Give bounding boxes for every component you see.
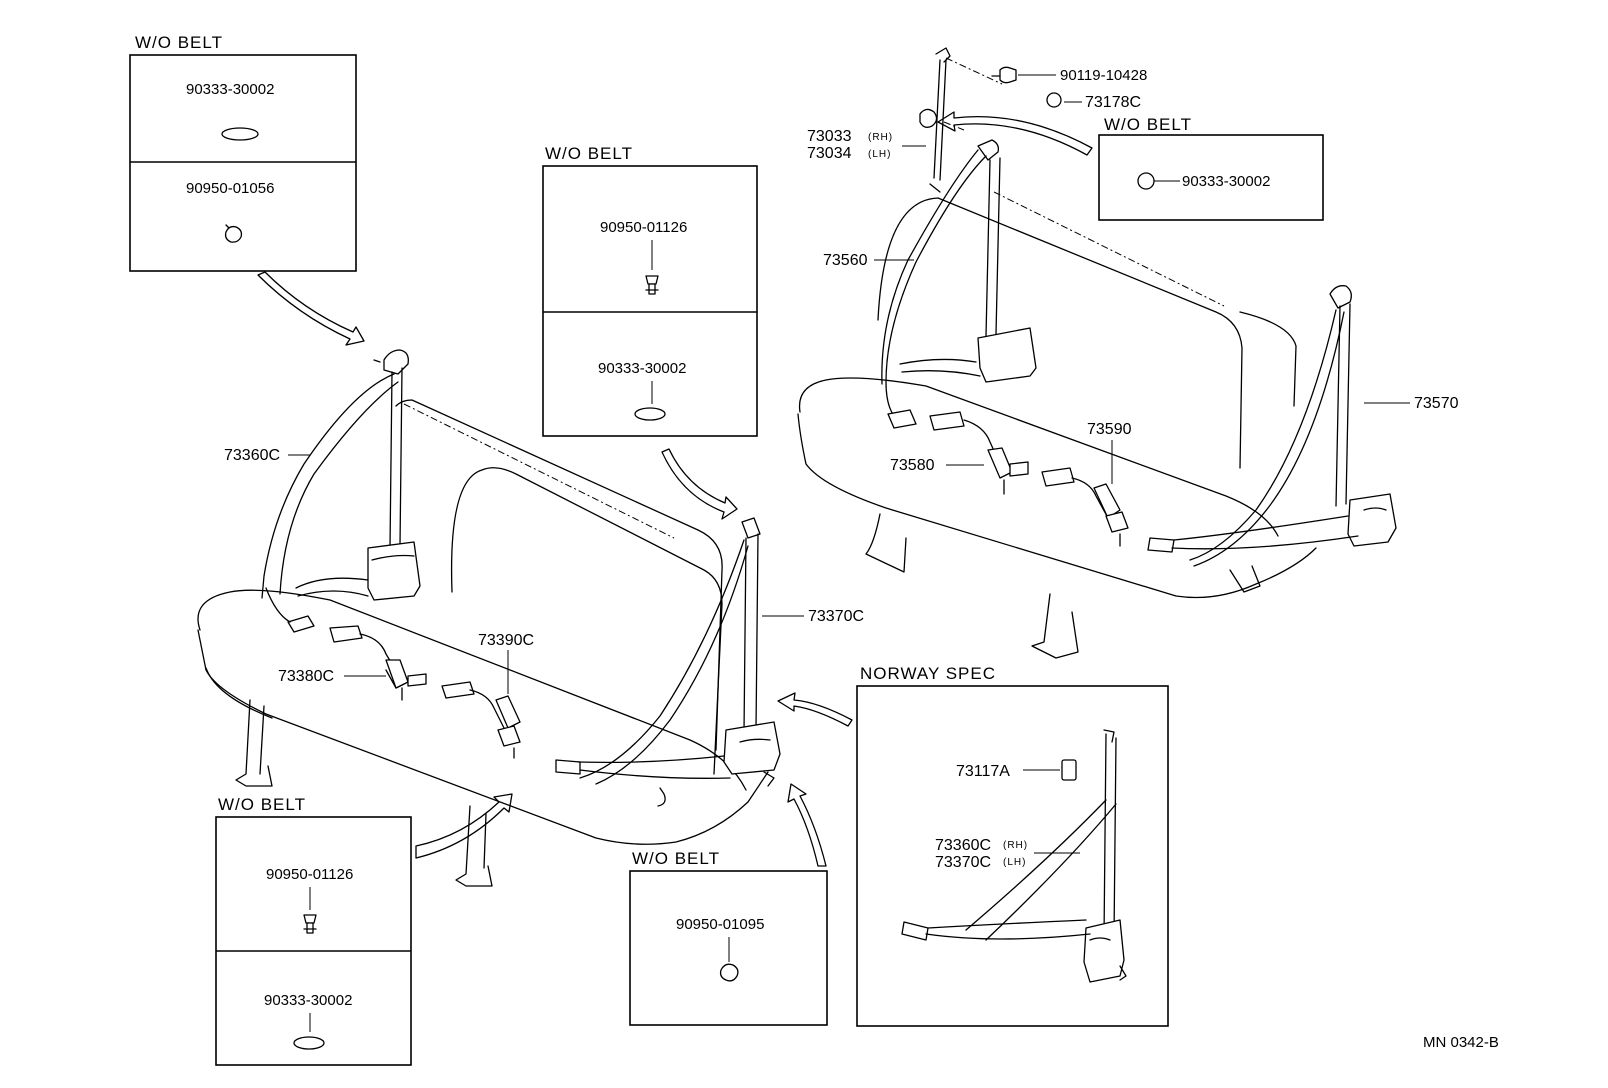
norway-belt-assembly xyxy=(901,729,1127,983)
label-73560: 73560 xyxy=(823,252,868,269)
wo-belt-box-5: W/O BELT 90950-01095 xyxy=(629,849,828,1026)
label-73580: 73580 xyxy=(890,457,935,474)
cap-icon xyxy=(1046,92,1062,108)
pointer-arrow xyxy=(937,111,1093,156)
part-number: 90333-30002 xyxy=(598,360,686,377)
cap-plug-icon xyxy=(1137,172,1155,190)
wo-belt-box-3: W/O BELT 90333-30002 xyxy=(1098,115,1324,221)
box-title: W/O BELT xyxy=(1104,115,1192,134)
side-suffix: (RH) xyxy=(868,132,893,143)
wo-belt-box-4: W/O BELT 90950-01126 90333-30002 xyxy=(215,795,412,1066)
pointer-arrow xyxy=(777,692,853,727)
norway-spec-box: NORWAY SPEC 73117A 73360C (RH) 73370C (L… xyxy=(856,664,1169,1027)
part-number: 90333-30002 xyxy=(264,992,352,1009)
screw-clip-icon xyxy=(303,914,317,934)
part-number: 73117A xyxy=(956,763,1010,780)
part-number: 90950-01126 xyxy=(600,219,687,236)
label-73360c: 73360C xyxy=(224,447,280,464)
pointer-arrow xyxy=(661,448,738,520)
pointer-arrow xyxy=(415,793,513,859)
front-bench-seat xyxy=(197,349,781,887)
part-number: 73360C xyxy=(935,837,991,854)
box-title: W/O BELT xyxy=(632,849,720,868)
cap-plug-icon xyxy=(221,127,259,141)
clip-icon xyxy=(719,963,739,982)
label-73380c: 73380C xyxy=(278,668,334,685)
label-73570: 73570 xyxy=(1414,395,1459,412)
label-73370c: 73370C xyxy=(808,608,864,625)
part-number: 90333-30002 xyxy=(1182,173,1270,190)
label-73034: 73034 xyxy=(807,145,852,162)
part-number: 90333-30002 xyxy=(186,81,274,98)
cover-icon xyxy=(1061,759,1077,781)
box-title: W/O BELT xyxy=(135,33,223,52)
part-number: 73370C xyxy=(935,854,991,871)
side-suffix: (LH) xyxy=(1003,857,1026,868)
pointer-arrow xyxy=(257,271,365,346)
label-73590: 73590 xyxy=(1087,421,1132,438)
drawing-code: MN 0342-B xyxy=(1423,1034,1499,1051)
wo-belt-box-1: W/O BELT 90333-30002 90950-01056 xyxy=(129,33,357,272)
box-title: W/O BELT xyxy=(545,144,633,163)
side-suffix: (LH) xyxy=(868,149,891,160)
label-73178c: 73178C xyxy=(1085,94,1141,111)
side-suffix: (RH) xyxy=(1003,840,1028,851)
part-number: 90950-01056 xyxy=(186,180,274,197)
cap-plug-icon xyxy=(634,407,666,421)
clip-icon xyxy=(224,224,243,243)
box-title: NORWAY SPEC xyxy=(860,664,996,683)
part-number: 90950-01126 xyxy=(266,866,353,883)
wo-belt-box-2: W/O BELT 90950-01126 90333-30002 xyxy=(542,144,758,437)
part-labels: 73360C 73380C 73390C 73370C 90119-10428 … xyxy=(224,66,1459,694)
part-number: 90950-01095 xyxy=(676,916,764,933)
rear-bench-seat xyxy=(797,47,1397,659)
box-title: W/O BELT xyxy=(218,795,306,814)
label-73390c: 73390C xyxy=(478,632,534,649)
bolt-icon xyxy=(999,66,1017,84)
label-90119-10428: 90119-10428 xyxy=(1060,67,1147,84)
screw-clip-icon xyxy=(645,275,659,295)
label-73033: 73033 xyxy=(807,128,852,145)
pointer-arrow xyxy=(787,783,827,867)
cap-plug-icon xyxy=(293,1036,325,1050)
